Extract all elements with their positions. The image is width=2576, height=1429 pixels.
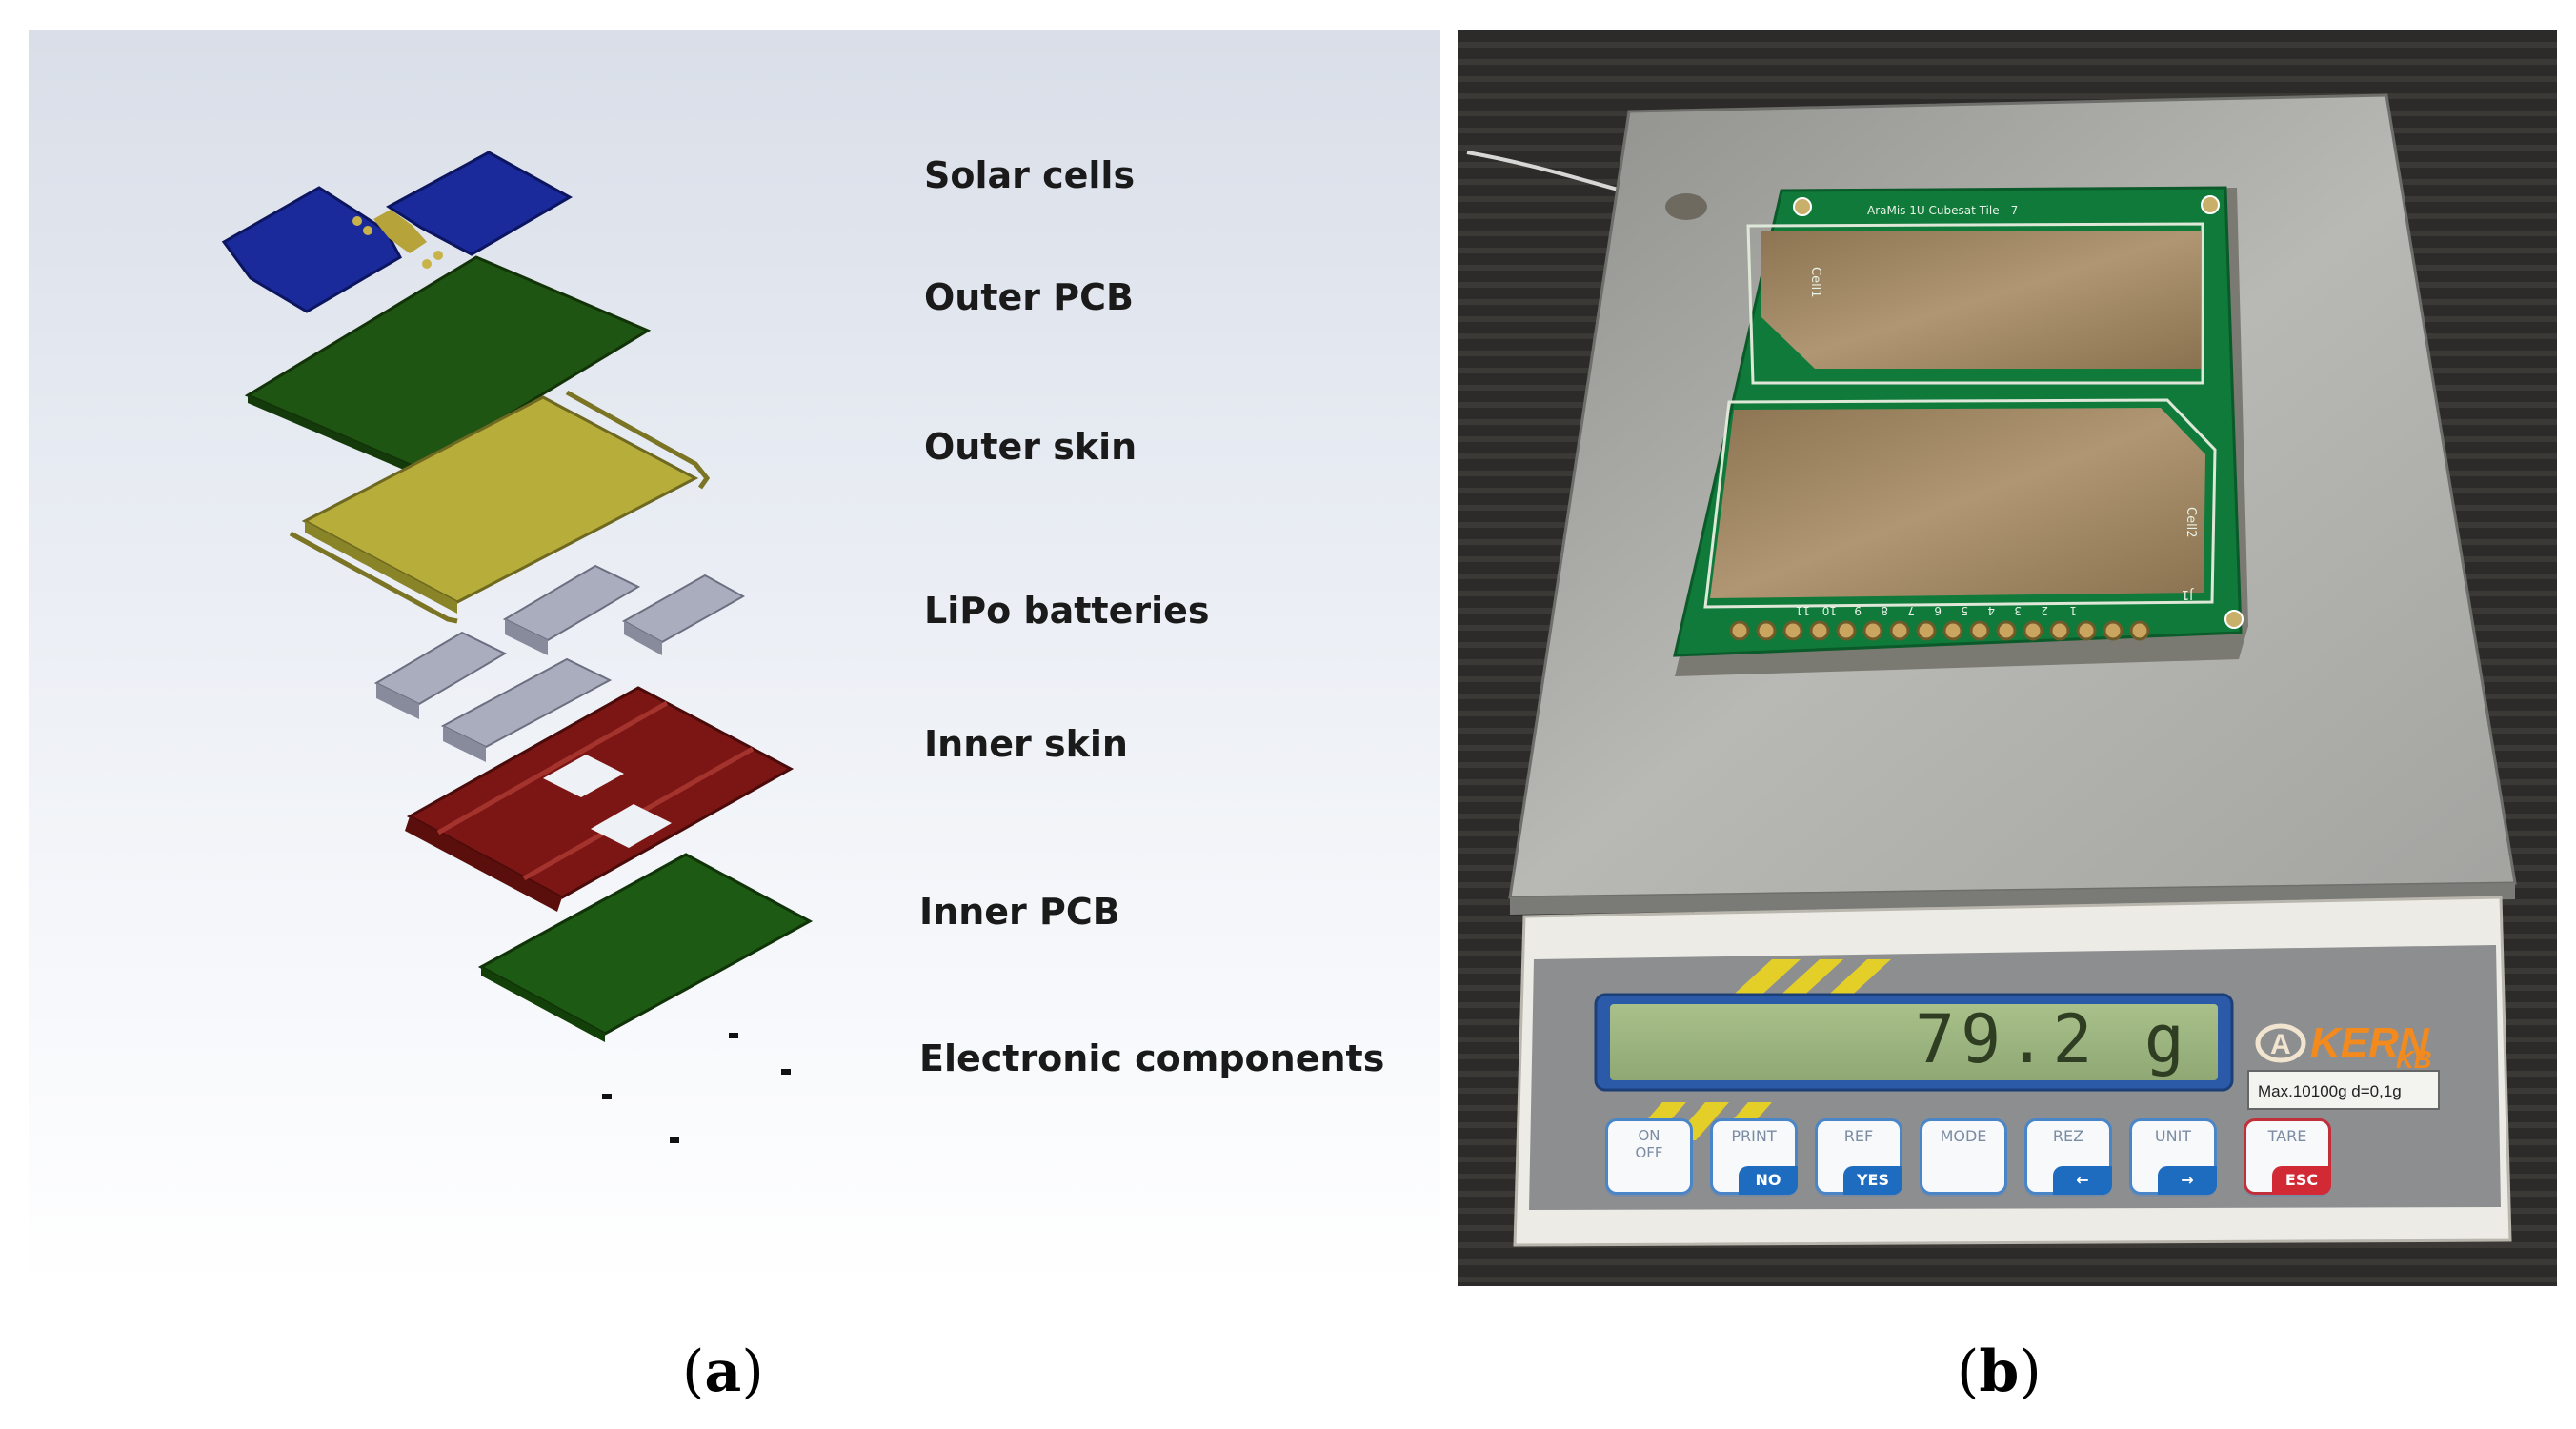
- caption-a-close: ): [741, 1338, 764, 1405]
- pcb-j1-label: J1: [2182, 587, 2194, 601]
- pin-number: 11: [1796, 604, 1810, 617]
- label-outer-skin: Outer skin: [924, 426, 1137, 468]
- pcb-cell2-label: Cell2: [2184, 507, 2198, 538]
- scale-photo-drawing: A: [1458, 30, 2557, 1286]
- button-tab: ESC: [2272, 1166, 2331, 1195]
- kern-brand-text: KERN: [2310, 1019, 2430, 1066]
- mode-button[interactable]: MODE: [1920, 1118, 2007, 1195]
- pin-number: 6: [1934, 604, 1942, 617]
- pin-number: 2: [2041, 604, 2048, 617]
- capacity-text: Max.10100g d=0,1g: [2258, 1082, 2402, 1100]
- display-reading: 79.2 g: [1915, 1000, 2190, 1078]
- lipo-batteries-part: [373, 564, 746, 762]
- rez-button[interactable]: REZ ←: [2024, 1118, 2112, 1195]
- panel-b-scale-photo: A: [1458, 30, 2557, 1286]
- label-solar-cells: Solar cells: [924, 154, 1136, 196]
- electronic-components-part: [602, 1033, 791, 1143]
- button-tab: ←: [2053, 1166, 2112, 1195]
- caption-b-open: (: [1957, 1338, 1980, 1405]
- button-label: PRINT: [1731, 1127, 1777, 1145]
- lcd-display: [1594, 993, 2234, 1092]
- pin-number: 10: [1822, 604, 1837, 617]
- pin-number: 8: [1881, 604, 1888, 617]
- solar-cells-part: [221, 151, 574, 313]
- pin-number: 3: [2014, 604, 2022, 617]
- unit-button[interactable]: UNIT →: [2129, 1118, 2217, 1195]
- label-electronic-components: Electronic components: [919, 1037, 1385, 1079]
- pcb-cell1-label: Cell1: [1808, 267, 1822, 298]
- button-tab: YES: [1843, 1166, 1902, 1195]
- caption-b-close: ): [2019, 1338, 2042, 1405]
- button-label: UNIT: [2154, 1127, 2192, 1145]
- button-tab: →: [2158, 1166, 2217, 1195]
- capacity-plate: [2247, 1070, 2440, 1110]
- kern-model-text: KB: [2396, 1045, 2432, 1074]
- label-outer-pcb: Outer PCB: [924, 276, 1134, 318]
- button-label: REF: [1843, 1127, 1874, 1145]
- caption-b: (b): [1957, 1338, 2042, 1405]
- print-button[interactable]: PRINT NO: [1710, 1118, 1798, 1195]
- inner-pcb-part: [477, 853, 814, 1042]
- button-label: TARE: [2267, 1127, 2307, 1145]
- exploded-assembly-drawing: [221, 151, 814, 1143]
- caption-b-letter: b: [1979, 1338, 2020, 1405]
- pin-number: 4: [1987, 604, 1995, 617]
- caption-a-letter: a: [704, 1338, 742, 1405]
- panel-a-exploded-view: Solar cells Outer PCB Outer skin LiPo ba…: [29, 30, 1440, 1286]
- tare-button[interactable]: TARE ESC: [2244, 1118, 2331, 1195]
- pcb-pin-numbers: 11 10 9 8 7 6 5 4 3 2 1: [1796, 604, 2077, 617]
- label-inner-pcb: Inner PCB: [919, 891, 1120, 933]
- svg-text:A: A: [2270, 1029, 2291, 1060]
- pin-number: 5: [1961, 604, 1968, 617]
- button-label: ON OFF: [1635, 1127, 1663, 1161]
- label-inner-skin: Inner skin: [924, 723, 1128, 765]
- pin-number: 7: [1907, 604, 1915, 617]
- label-lipo-batteries: LiPo batteries: [924, 590, 1210, 632]
- button-tab: NO: [1739, 1166, 1798, 1195]
- on-off-button[interactable]: ON OFF: [1605, 1118, 1693, 1195]
- pcb-pin-header: [1729, 620, 2150, 641]
- caption-a: (a): [682, 1338, 764, 1405]
- pcb-title-text: AraMis 1U Cubesat Tile - 7: [1867, 204, 2018, 217]
- outer-skin-part: [289, 390, 711, 624]
- pin-number: 9: [1854, 604, 1862, 617]
- kern-logo: A: [2255, 1023, 2306, 1063]
- solar-tile-pcb: [1673, 186, 2248, 676]
- pin-number: 1: [2069, 604, 2077, 617]
- outer-pcb-part: [244, 255, 652, 476]
- caption-a-open: (: [682, 1338, 705, 1405]
- inner-skin-part: [405, 686, 795, 912]
- button-label: MODE: [1940, 1127, 1987, 1145]
- ref-button[interactable]: REF YES: [1815, 1118, 1902, 1195]
- button-label: REZ: [2052, 1127, 2084, 1145]
